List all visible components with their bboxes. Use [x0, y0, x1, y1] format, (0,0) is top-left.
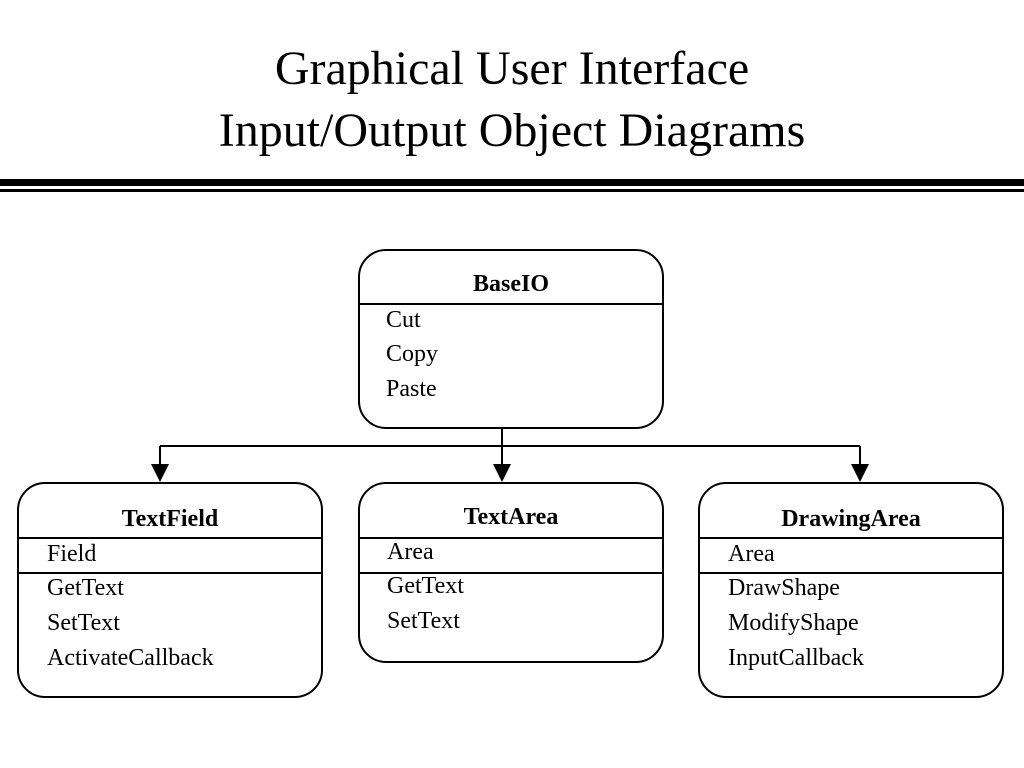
- method-item: SetText: [47, 610, 120, 636]
- class-box-baseio: BaseIO Cut Copy Paste: [358, 249, 664, 429]
- class-divider: [360, 303, 662, 305]
- class-name-textfield: TextField: [121, 506, 219, 532]
- arrowhead-textarea: [493, 464, 511, 482]
- attribute-item: Area: [728, 541, 775, 567]
- method-item: Copy: [386, 341, 439, 367]
- method-item: ActivateCallback: [47, 645, 214, 671]
- method-item: GetText: [47, 575, 124, 601]
- method-item: GetText: [387, 573, 464, 599]
- class-divider: [19, 572, 321, 574]
- slide-title: Graphical User Interface Input/Output Ob…: [0, 38, 1024, 162]
- class-name-baseio: BaseIO: [472, 271, 549, 297]
- title-rule-thin: [0, 189, 1024, 192]
- class-box-drawingarea: DrawingArea Area DrawShape ModifyShape I…: [698, 482, 1004, 698]
- class-box-textarea: TextArea Area GetText SetText: [358, 482, 664, 663]
- class-divider: [700, 537, 1002, 539]
- class-divider: [19, 537, 321, 539]
- method-item: ModifyShape: [728, 610, 859, 636]
- method-item: InputCallback: [728, 645, 864, 671]
- method-item: DrawShape: [728, 575, 840, 601]
- arrowhead-drawingarea: [851, 464, 869, 482]
- attribute-item: Area: [387, 539, 434, 565]
- title-line-1: Graphical User Interface: [274, 42, 750, 95]
- class-name-textarea: TextArea: [463, 504, 559, 530]
- class-divider: [360, 572, 662, 574]
- class-name-drawingarea: DrawingArea: [781, 506, 921, 532]
- title-line-2: Input/Output Object Diagrams: [218, 104, 806, 157]
- class-box-textfield: TextField Field GetText SetText Activate…: [17, 482, 323, 698]
- arrowhead-textfield: [151, 464, 169, 482]
- method-item: Cut: [386, 307, 421, 333]
- method-item: SetText: [387, 608, 460, 634]
- class-divider: [700, 572, 1002, 574]
- class-divider: [360, 537, 662, 539]
- title-rule-thick: [0, 179, 1024, 186]
- attribute-item: Field: [47, 541, 97, 567]
- method-item: Paste: [386, 376, 437, 402]
